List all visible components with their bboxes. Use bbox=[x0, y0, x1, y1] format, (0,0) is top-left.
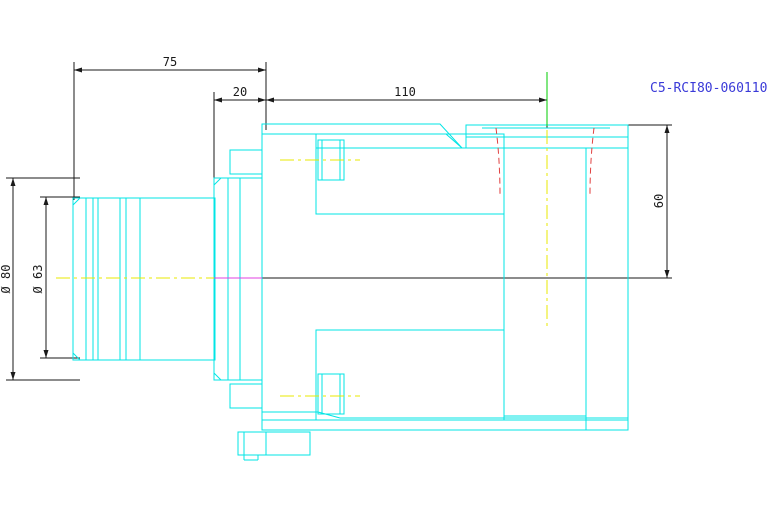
dim-flange-width: 20 bbox=[233, 85, 247, 99]
spigot-outline bbox=[72, 197, 216, 361]
part-outline bbox=[72, 123, 629, 461]
upper-screw-head bbox=[229, 149, 263, 175]
hidden-lines bbox=[495, 127, 595, 197]
flange-outline bbox=[213, 177, 263, 381]
dimension-arrowheads bbox=[10, 67, 670, 380]
dimension-lines bbox=[6, 62, 672, 381]
body-outline bbox=[261, 123, 629, 431]
lower-pocket bbox=[315, 329, 505, 421]
part-number-label: C5-RCI80-060110 bbox=[650, 81, 767, 96]
dim-body-length: 110 bbox=[394, 85, 416, 99]
bottom-foot bbox=[237, 431, 311, 456]
center-slot bbox=[503, 147, 587, 417]
dim-outer-diameter: Ø 80 bbox=[0, 265, 13, 294]
lower-screw-body bbox=[317, 373, 345, 415]
dim-height-to-center: 60 bbox=[652, 194, 666, 208]
dim-inner-diameter: Ø 63 bbox=[31, 265, 45, 294]
dim-overall-width: 75 bbox=[163, 55, 177, 69]
lower-screw-head bbox=[229, 383, 263, 409]
centerlines bbox=[56, 130, 548, 397]
